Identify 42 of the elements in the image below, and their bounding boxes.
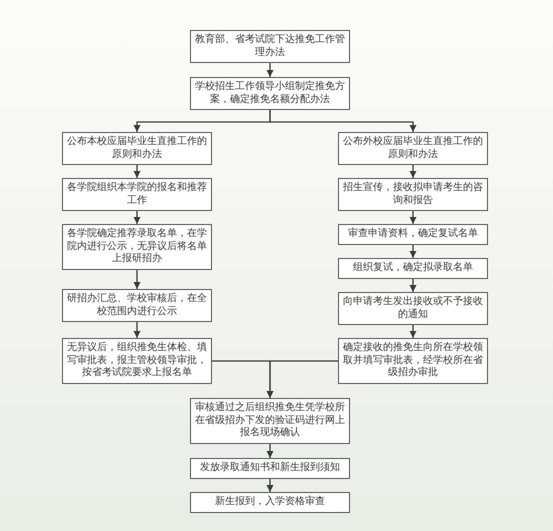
process-box	[338, 258, 488, 279]
step-text: 各学院确定推荐录取名单，在学院内进行公示，无异议后将名单上报研招办	[67, 228, 207, 266]
process-box	[338, 132, 488, 165]
process-box	[62, 178, 212, 211]
flow-arrow	[410, 211, 416, 224]
process-box	[62, 289, 212, 322]
step-text: 无异议后，组织推免生体检、填写审批表，报主管校领导审批，按省考试院要求上报名单	[67, 342, 207, 380]
process-box	[338, 292, 488, 325]
step-text: 确定接收的推免生向所在学校领取并填写审批表，经学校所在省级招办审批	[343, 342, 483, 380]
flow-arrow	[410, 279, 416, 292]
flow-arrow	[410, 325, 416, 338]
flow-arrow	[134, 211, 140, 224]
step-text: 发放录取通知书和新生报到须知	[200, 462, 340, 475]
step-text: 招生宣传，接收拟申请考生的咨询和报告	[343, 182, 483, 207]
process-box	[62, 132, 212, 165]
step-text: 审核通过之后组织推免生凭学校所在省级招办下发的验证码进行网上报名现场确认	[195, 402, 345, 440]
step-text: 教育部、省考试院下达推免工作管理办法	[195, 34, 345, 59]
flow-arrow	[266, 479, 274, 492]
flow-arrow	[266, 444, 274, 458]
process-box	[190, 458, 350, 479]
flow-arrow	[410, 245, 416, 258]
step-text: 学校招生工作领导小组制定推免方案，确定推免名额分配办法	[195, 81, 345, 106]
flow-arrow	[134, 270, 140, 289]
step-text: 新生报到，入学资格审查	[215, 496, 325, 509]
step-text: 组织复试，确定拟录取名单	[353, 262, 473, 275]
step-text: 审查申请资料，确定复试名单	[348, 228, 478, 241]
step-text: 研招办汇总、学校审核后，在全校范围内进行公示	[67, 293, 207, 318]
flow-arrow	[134, 322, 140, 338]
flow-arrow	[266, 360, 338, 398]
flow-arrow	[266, 63, 274, 77]
process-box	[190, 30, 350, 63]
step-text: 公布外校应届毕业生直推工作的原则和办法	[343, 136, 483, 161]
flow-arrow	[410, 165, 416, 178]
step-text: 向申请考生发出接收或不予接收的通知	[343, 296, 483, 321]
process-box	[338, 178, 488, 211]
step-text: 公布本校应届毕业生直推工作的原则和办法	[67, 136, 207, 161]
process-box	[190, 77, 350, 110]
process-box	[338, 224, 488, 245]
process-box	[190, 492, 350, 513]
step-text: 各学院组织本学院的报名和推荐工作	[67, 182, 207, 207]
flow-arrow	[269, 110, 416, 132]
flow-arrow	[134, 165, 140, 178]
